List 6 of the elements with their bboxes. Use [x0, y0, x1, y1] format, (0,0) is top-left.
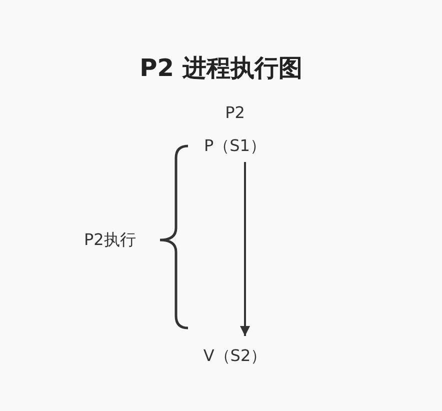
arrow — [240, 162, 250, 336]
node-label: P（S1） — [203, 136, 267, 156]
brace-label: P2执行 — [84, 230, 136, 251]
diagram-title: P2 进程执行图 — [138, 53, 304, 84]
process-heading: P2 — [224, 103, 246, 123]
node-label: V（S2） — [202, 346, 268, 366]
